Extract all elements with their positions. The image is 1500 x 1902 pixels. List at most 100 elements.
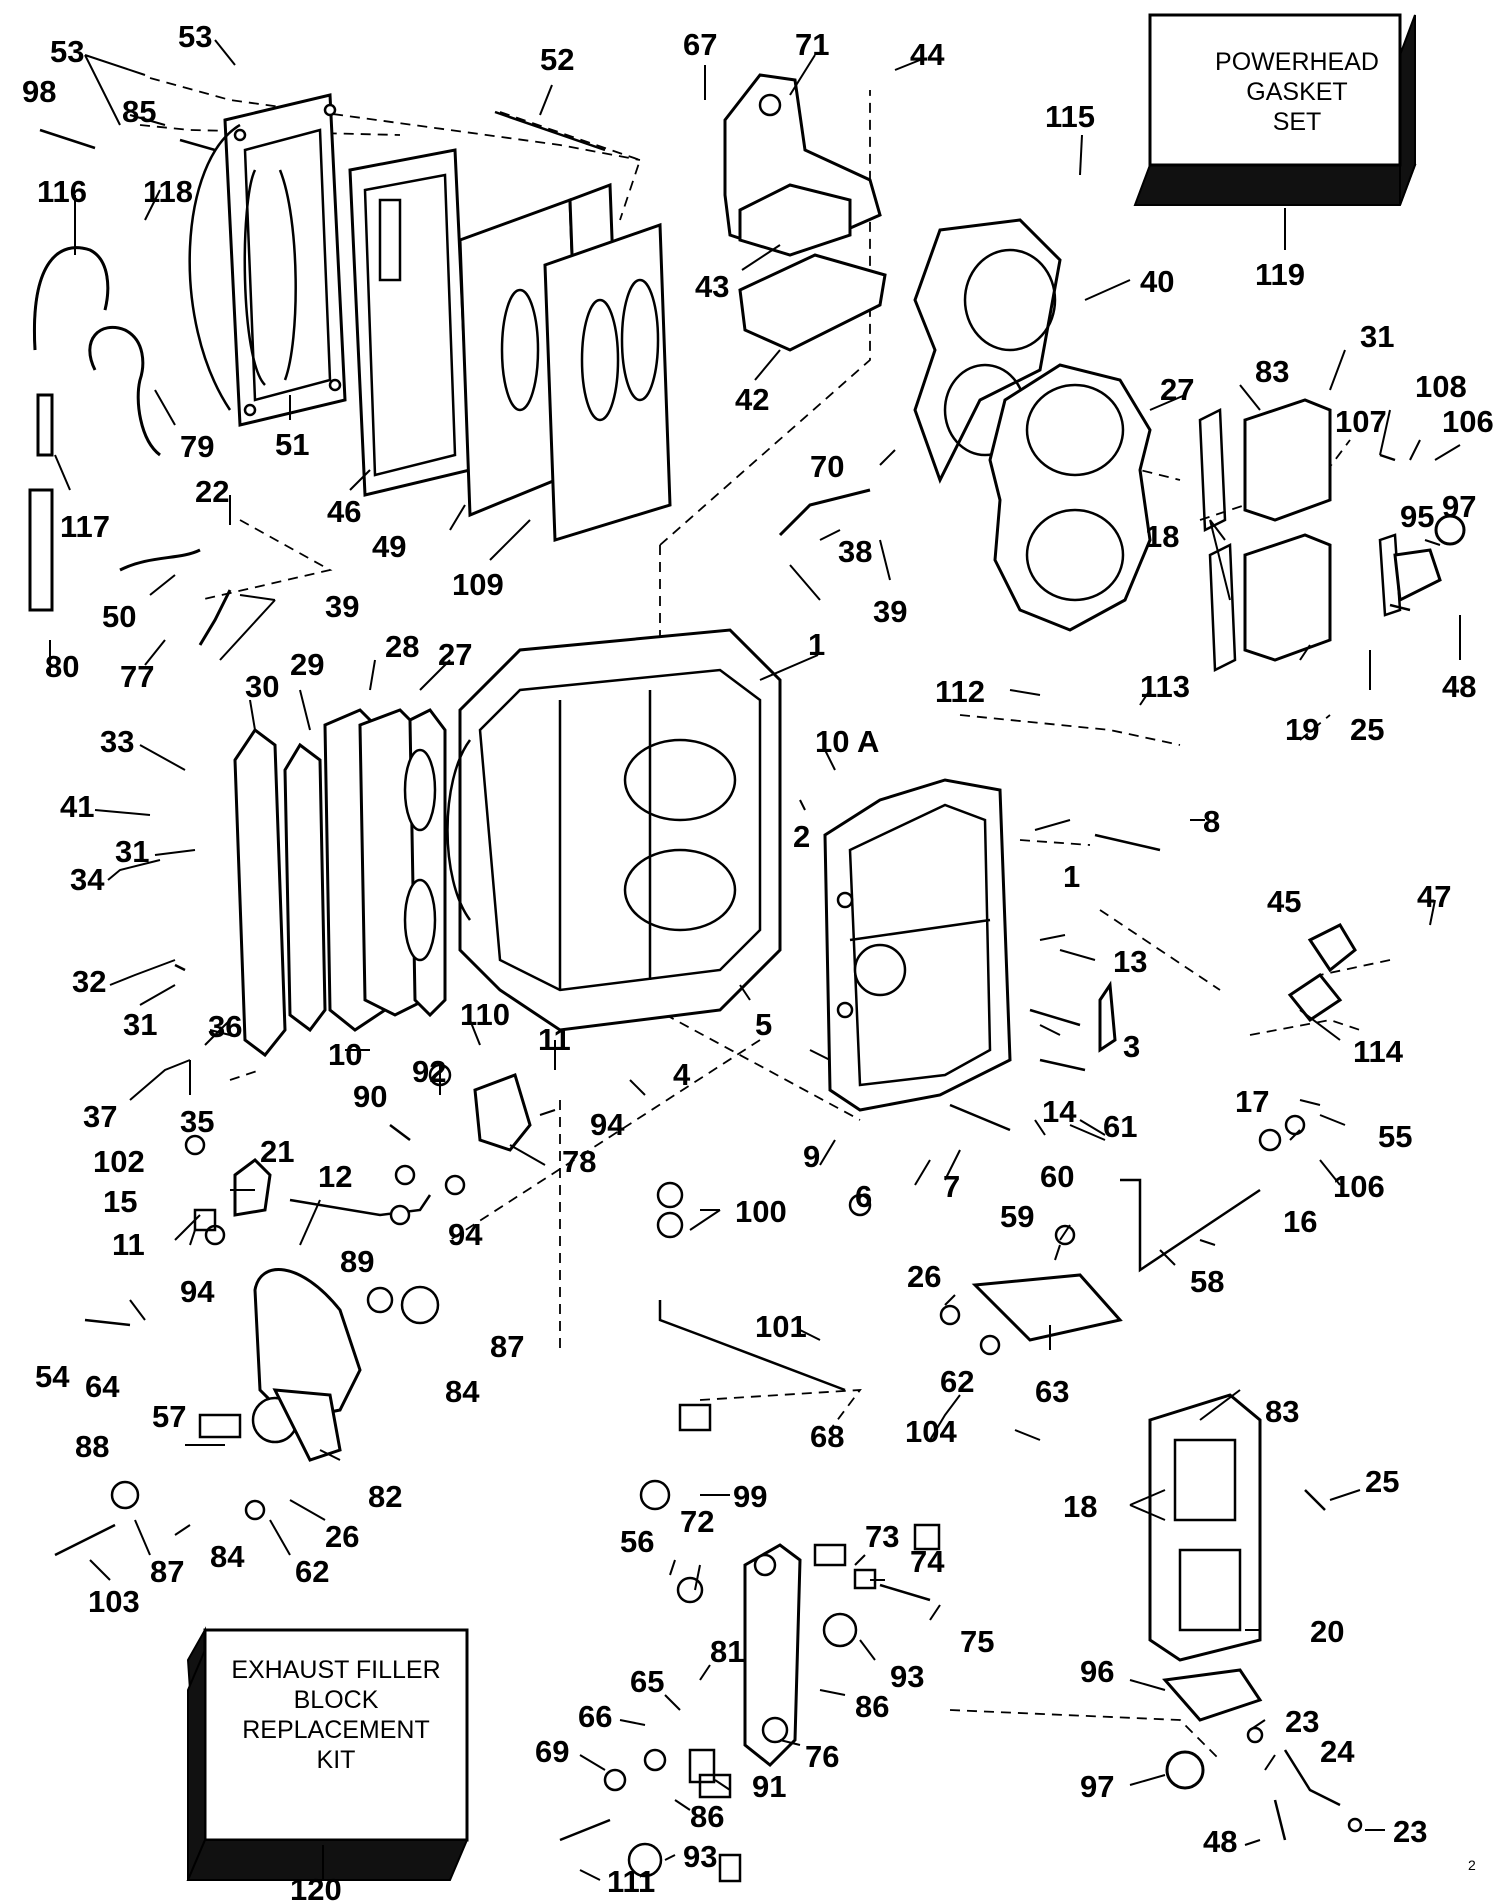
callout-c26b: 26 [325, 1519, 359, 1554]
callout-c24: 24 [1320, 1734, 1355, 1769]
callout-c83a: 83 [1255, 354, 1289, 389]
callout-c85: 85 [122, 94, 156, 129]
callout-c42: 42 [735, 382, 769, 417]
callout-c95: 95 [1400, 499, 1434, 534]
kit-label-line-2: BLOCK [294, 1686, 379, 1714]
callout-c110: 110 [460, 997, 510, 1032]
callout-c46: 46 [327, 494, 361, 529]
callout-c16: 16 [1283, 1204, 1317, 1239]
callout-c106a: 106 [1442, 404, 1494, 439]
callout-c1b: 1 [1063, 859, 1080, 894]
callout-c104: 104 [905, 1414, 957, 1449]
callout-c74: 74 [910, 1544, 945, 1579]
callout-c94a: 94 [590, 1107, 625, 1142]
throttle-lever-part [743, 1543, 802, 1768]
callout-c38: 38 [838, 534, 872, 569]
callout-c22: 22 [195, 474, 229, 509]
callout-c29: 29 [290, 647, 324, 682]
callout-c89: 89 [340, 1244, 374, 1279]
callout-c100: 100 [735, 1194, 787, 1229]
bracket-63 [971, 1273, 1123, 1342]
tube-117 [36, 393, 54, 457]
hose-79 [88, 325, 161, 457]
callout-c53b: 53 [178, 19, 212, 54]
bracket-96 [1162, 1668, 1263, 1722]
callout-c62a: 62 [940, 1364, 974, 1399]
callout-c94b: 94 [448, 1217, 483, 1252]
callout-c78: 78 [562, 1144, 596, 1179]
callout-c62b: 62 [295, 1554, 329, 1589]
callout-c25a: 25 [1350, 712, 1384, 747]
callout-c92: 92 [412, 1054, 446, 1089]
reed-valve-assembly-part [1198, 398, 1402, 672]
callout-c111: 111 [607, 1864, 655, 1899]
callout-c27b: 27 [438, 637, 472, 672]
callout-labels: 53 53 98 85 52 67 71 44 115 116 118 119 … [22, 19, 1494, 1902]
callout-c72: 72 [680, 1504, 714, 1539]
callout-c26a: 26 [907, 1259, 941, 1294]
head-gasket-part [988, 363, 1152, 632]
callout-c113: 113 [1140, 669, 1190, 704]
exhaust-gasket-part [348, 148, 472, 497]
callout-c10: 10 [328, 1037, 362, 1072]
wire-24 [1283, 1749, 1341, 1807]
callout-c32: 32 [72, 964, 106, 999]
callout-c51: 51 [275, 427, 309, 462]
plug-part [1434, 514, 1466, 546]
callout-c91: 91 [752, 1769, 786, 1804]
callout-c80: 80 [45, 649, 79, 684]
powerhead-gasket-set-box: POWERHEAD GASKET SET [1133, 13, 1417, 250]
callout-c98: 98 [22, 74, 56, 109]
callout-c6: 6 [855, 1179, 872, 1214]
callout-c10A: 10 A [815, 724, 879, 759]
kit-label-line-4: KIT [317, 1746, 356, 1774]
callout-c23a: 23 [1285, 1704, 1319, 1739]
box-face [1148, 13, 1402, 167]
callout-c37: 37 [83, 1099, 117, 1134]
callout-c60: 60 [1040, 1159, 1074, 1194]
callout-c39a: 39 [325, 589, 359, 624]
hose-77 [198, 589, 232, 646]
callout-c84a: 84 [445, 1374, 480, 1409]
callout-c64: 64 [85, 1369, 120, 1404]
callout-c115: 115 [1045, 99, 1095, 134]
crankcase-block-part [446, 628, 782, 1032]
callout-c107: 107 [1335, 404, 1387, 439]
callout-c68: 68 [810, 1419, 844, 1454]
callout-c1a: 1 [808, 627, 825, 662]
bracket-78 [473, 1073, 532, 1152]
callout-c44: 44 [910, 37, 945, 72]
callout-c8: 8 [1203, 804, 1220, 839]
callout-c96: 96 [1080, 1654, 1114, 1689]
kit-label-line-3: REPLACEMENT [242, 1716, 430, 1744]
callout-c82: 82 [368, 1479, 402, 1514]
callout-c90: 90 [353, 1079, 387, 1114]
callout-c27a: 27 [1160, 372, 1194, 407]
callout-c47: 47 [1417, 879, 1451, 914]
callout-c84b: 84 [210, 1539, 245, 1574]
callout-c41: 41 [60, 789, 94, 824]
kit-label-line-2: GASKET [1246, 78, 1347, 106]
callout-c9: 9 [803, 1139, 820, 1174]
callout-c102: 102 [93, 1144, 145, 1179]
callout-c66: 66 [578, 1699, 612, 1734]
callout-c39b: 39 [873, 594, 907, 629]
box-face [203, 1628, 469, 1842]
callout-c48b: 48 [1203, 1824, 1237, 1859]
callout-c79: 79 [180, 429, 214, 464]
box-shadow-side [1399, 14, 1416, 206]
callout-c50: 50 [102, 599, 136, 634]
callout-c88: 88 [75, 1429, 109, 1464]
kit-label-line-1: EXHAUST FILLER [231, 1656, 440, 1684]
callout-c30: 30 [245, 669, 279, 704]
callout-c70: 70 [810, 449, 844, 484]
callout-c118: 118 [143, 174, 193, 209]
callout-c15: 15 [103, 1184, 137, 1219]
plug-97 [1165, 1750, 1205, 1790]
thermostat-gasket-part [738, 253, 887, 352]
callout-c112: 112 [935, 674, 985, 709]
callout-c86b: 86 [690, 1799, 724, 1834]
callout-c61: 61 [1103, 1109, 1137, 1144]
callout-c65: 65 [630, 1664, 664, 1699]
